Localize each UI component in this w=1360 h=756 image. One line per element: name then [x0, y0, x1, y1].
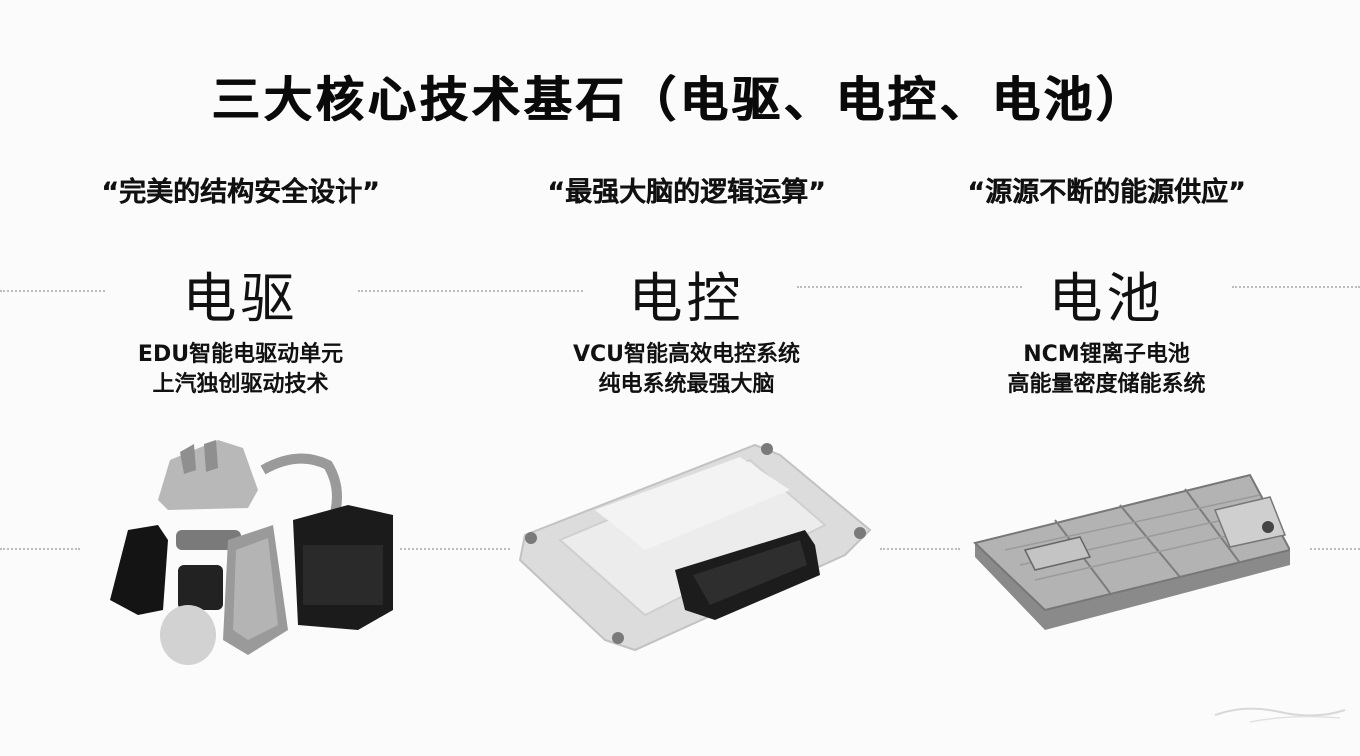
divider-line: [0, 290, 105, 292]
description: VCU智能高效电控系统 纯电系统最强大脑: [460, 340, 913, 400]
battery-pack-image: [972, 473, 1290, 630]
divider-line: [400, 548, 510, 550]
description-line-2: 上汽独创驱动技术: [152, 372, 329, 397]
vehicle-control-unit-image: [518, 443, 872, 652]
divider-line: [358, 290, 583, 292]
category-heading: 电池: [1048, 267, 1165, 330]
description-line-1: NCM锂离子电池: [1023, 342, 1190, 367]
category-heading: 电驱: [182, 267, 299, 330]
watermark-logo: [1214, 707, 1346, 723]
divider-line: [880, 548, 960, 550]
electric-drive-unit-image: [110, 440, 393, 665]
tagline: “最强大脑的逻辑运算”: [547, 177, 826, 208]
tagline: “源源不断的能源供应”: [967, 177, 1246, 208]
divider-line: [1232, 286, 1360, 288]
divider-line: [1310, 548, 1360, 550]
category-heading: 电控: [628, 267, 745, 330]
tagline: “完美的结构安全设计”: [101, 177, 380, 208]
divider-line: [797, 286, 1022, 288]
column-battery: “源源不断的能源供应” 电池 NCM锂离子电池 高能量密度储能系统: [880, 0, 1333, 756]
column-electric-drive: “完美的结构安全设计” 电驱 EDU智能电驱动单元 上汽独创驱动技术: [14, 0, 467, 756]
description-line-2: 纯电系统最强大脑: [598, 372, 775, 397]
description: EDU智能电驱动单元 上汽独创驱动技术: [14, 340, 467, 400]
description-line-1: VCU智能高效电控系统: [572, 342, 801, 367]
description-line-2: 高能量密度储能系统: [1007, 372, 1206, 397]
description-line-1: EDU智能电驱动单元: [137, 342, 344, 367]
slide-title: 三大核心技术基石（电驱、电控、电池）: [211, 72, 1148, 128]
column-electric-control: “最强大脑的逻辑运算” 电控 VCU智能高效电控系统 纯电系统最强大脑: [460, 0, 913, 756]
divider-line: [0, 548, 80, 550]
description: NCM锂离子电池 高能量密度储能系统: [880, 340, 1333, 400]
